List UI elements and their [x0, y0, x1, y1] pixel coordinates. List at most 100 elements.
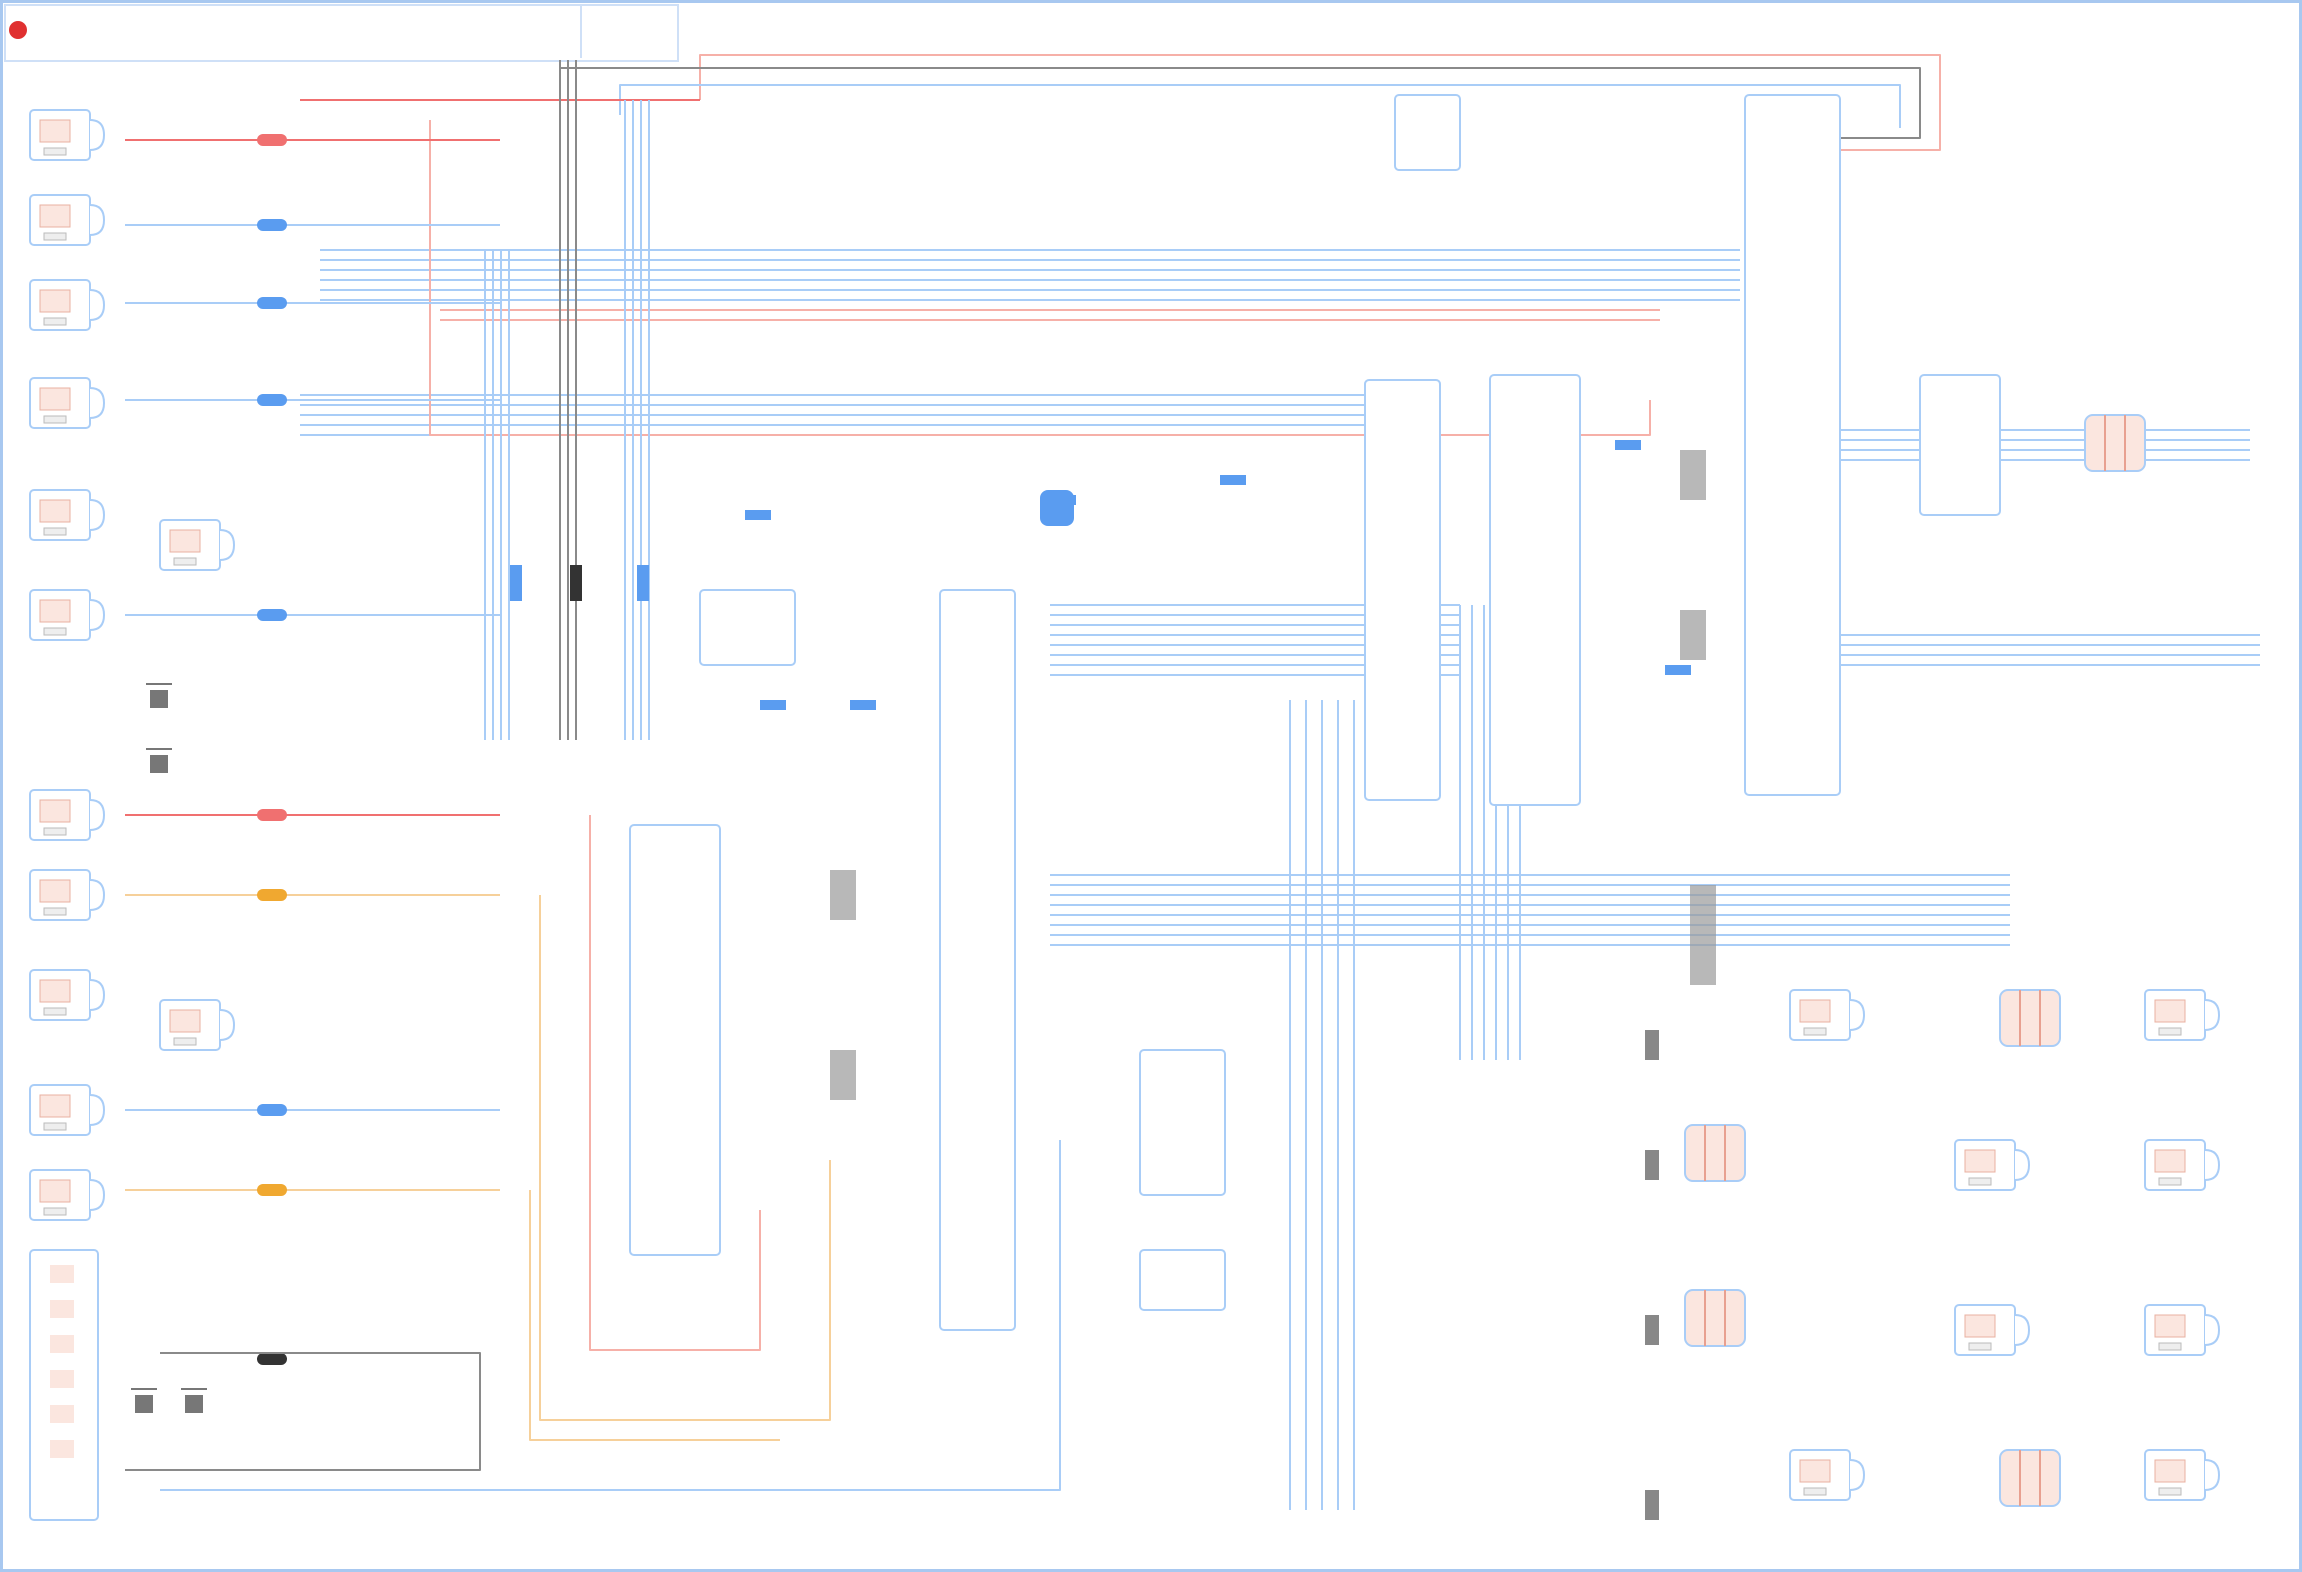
left-component-6-tag: [43, 827, 67, 836]
fuse-icon: [257, 297, 287, 309]
wire-label-block: [760, 700, 786, 710]
switch-panel-key: [50, 1300, 74, 1318]
wire-label-block: [745, 510, 771, 520]
left-component-9-connector: [89, 1094, 106, 1126]
connector-icon: [830, 870, 856, 920]
connector-icon: [1645, 1030, 1659, 1060]
left-component-2-body: [39, 289, 71, 313]
left-component-4-body: [39, 499, 71, 523]
aux-component-b-connector: [219, 1009, 236, 1041]
main-ecu: [1744, 94, 1841, 796]
right-component-0-body: [1799, 999, 1831, 1023]
orange-run: [529, 1190, 780, 1441]
connector-icon: [1690, 935, 1716, 985]
left-component-7-body: [39, 879, 71, 903]
ground-loop-wire: [125, 1352, 481, 1471]
connector-icon: [1680, 450, 1706, 500]
sensor-probe: [1919, 374, 2001, 516]
left-component-2-connector: [89, 289, 106, 321]
left-component-2-tag: [43, 317, 67, 326]
left-component-7-connector: [89, 879, 106, 911]
fuse-icon: [257, 609, 287, 621]
control-module-a: [629, 824, 721, 1256]
aux-component-a-connector: [219, 529, 236, 561]
right-component-5-body: [2154, 1149, 2186, 1173]
right-component-3-tag: [1803, 1487, 1827, 1496]
ground-icon: [150, 690, 168, 708]
left-component-0-body: [39, 119, 71, 143]
aux-component-a-tag: [173, 557, 197, 566]
orange-run-b: [539, 895, 831, 1421]
module-right-b: [1139, 1249, 1226, 1311]
right-component-3-connector: [1849, 1459, 1866, 1491]
switch-panel-key: [50, 1335, 74, 1353]
left-red-drop: [429, 120, 1651, 436]
connector-icon: [1690, 885, 1716, 935]
aux-component-a-body: [169, 529, 201, 553]
left-component-10-tag: [43, 1207, 67, 1216]
left-component-8-connector: [89, 979, 106, 1011]
left-component-3-connector: [89, 387, 106, 419]
left-component-5-body: [39, 599, 71, 623]
switch-panel-key: [50, 1405, 74, 1423]
left-component-7-tag: [43, 907, 67, 916]
left-component-10-connector: [89, 1179, 106, 1211]
left-component-3-body: [39, 387, 71, 411]
right-component-6-connector: [2204, 1314, 2221, 1346]
fuse-icon: [257, 1104, 287, 1116]
right-component-3-body: [1799, 1459, 1831, 1483]
connector-pair-1: [1684, 1289, 1746, 1347]
left-component-1-connector: [89, 204, 106, 236]
right-component-0-connector: [1849, 999, 1866, 1031]
left-component-3-tag: [43, 415, 67, 424]
right-component-1-body: [1964, 1149, 1996, 1173]
left-component-0-connector: [89, 119, 106, 151]
fuse-icon: [257, 889, 287, 901]
left-component-0-tag: [43, 147, 67, 156]
top-loop-blue: [619, 84, 1901, 128]
red-run: [589, 815, 761, 1351]
right-component-5-tag: [2158, 1177, 2182, 1186]
title-bar-warning-cell: [580, 4, 677, 58]
wire-label-block: [1220, 475, 1246, 485]
top-loop-red: [699, 54, 1941, 151]
connector-pair-r2: [2084, 414, 2146, 472]
ground-icon: [150, 755, 168, 773]
fuse-icon: [257, 809, 287, 821]
wire-label-block: [1615, 440, 1641, 450]
connector-pair-0: [1684, 1124, 1746, 1182]
title-bar: [4, 4, 679, 62]
bottom-blue-run: [160, 1140, 1061, 1491]
wire-label-block: [850, 700, 876, 710]
left-component-1-tag: [43, 232, 67, 241]
connector-icon: [1645, 1490, 1659, 1520]
left-component-8-body: [39, 979, 71, 1003]
red-status-dot-icon: [9, 21, 27, 39]
connector-icon: [1645, 1315, 1659, 1345]
fuse-icon: [257, 134, 287, 146]
left-component-4-connector: [89, 499, 106, 531]
fuse-icon: [257, 394, 287, 406]
fuse-icon: [257, 219, 287, 231]
right-component-4-body: [2154, 999, 2186, 1023]
actuator-top: [1394, 94, 1461, 171]
switch-panel-key: [50, 1265, 74, 1283]
connector-pair-r1: [1999, 1449, 2061, 1507]
right-component-7-connector: [2204, 1459, 2221, 1491]
connector-icon: [1680, 610, 1706, 660]
connector-icon: [830, 1050, 856, 1100]
right-component-2-tag: [1968, 1342, 1992, 1351]
right-component-0-tag: [1803, 1027, 1827, 1036]
aux-component-b-tag: [173, 1037, 197, 1046]
right-component-1-tag: [1968, 1177, 1992, 1186]
left-component-5-connector: [89, 599, 106, 631]
left-component-6-connector: [89, 799, 106, 831]
splice-icon: [510, 565, 522, 601]
left-component-4-tag: [43, 527, 67, 536]
left-component-1-body: [39, 204, 71, 228]
right-component-7-tag: [2158, 1487, 2182, 1496]
right-component-2-body: [1964, 1314, 1996, 1338]
left-component-9-body: [39, 1094, 71, 1118]
wire-label-block: [1665, 665, 1691, 675]
